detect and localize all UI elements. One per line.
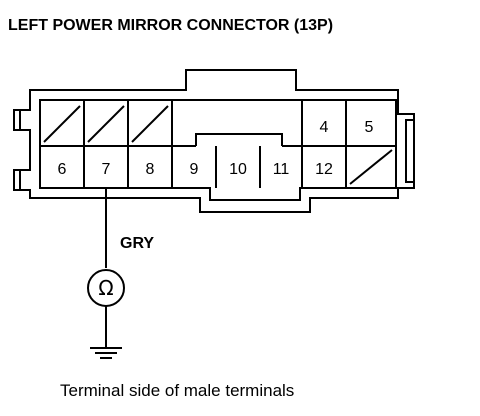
center-key [195,133,283,146]
left-latch [14,169,21,190]
terminal-label-8: 8 [146,161,155,178]
terminal-label-4: 4 [320,119,329,136]
terminal-label-10: 10 [229,161,247,178]
connector-housing [13,69,415,213]
terminal-label-5: 5 [365,119,374,136]
terminal-label-7: 7 [102,161,111,178]
unused-cavity-mark [43,105,81,143]
unused-cavity-mark [131,105,169,143]
terminal-label-11: 11 [273,161,290,178]
terminal-label-12: 12 [315,161,333,178]
diagram-title: LEFT POWER MIRROR CONNECTOR (13P) [8,17,333,34]
right-latch [405,119,414,183]
terminal-label-6: 6 [58,161,67,178]
ohm-icon: Ω [98,276,113,300]
wire-color-label: GRY [120,235,154,252]
terminal-frame [39,99,397,201]
unused-cavity-mark [87,105,125,143]
diagram-caption: Terminal side of male terminals [60,381,294,400]
terminal-label-9: 9 [190,161,199,178]
unused-cavity-mark [349,149,393,185]
left-latch [14,109,21,130]
